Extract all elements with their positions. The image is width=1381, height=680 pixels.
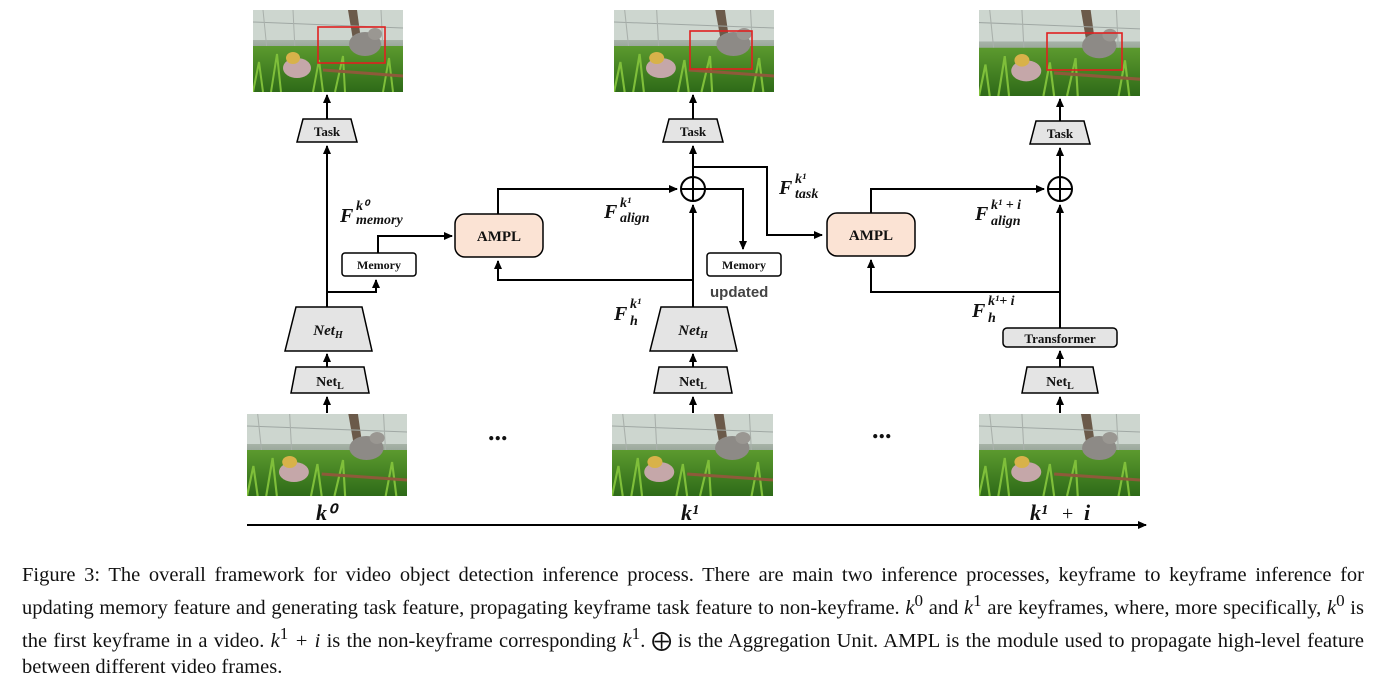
ellipsis-2: ...: [872, 415, 892, 444]
memory-block-k1: Memory: [706, 252, 782, 277]
svg-text:align: align: [620, 211, 650, 226]
svg-text:AMPL: AMPL: [849, 228, 893, 244]
net-h-block-k1: NetH: [649, 306, 738, 352]
net-l-block-k0: NetL: [290, 366, 370, 394]
svg-text:NetL: NetL: [316, 375, 344, 392]
input-image-k1: [612, 414, 773, 496]
arrow-ampl2-to-aggregation: [870, 185, 1045, 213]
aggregation-unit-1: [680, 176, 706, 202]
output-image-k1i: [979, 10, 1140, 96]
output-image-k1: [614, 10, 774, 92]
framework-diagram: ... ... k⁰ k¹ k¹ + i NetL NetH Task Memo…: [247, 10, 1147, 529]
task-block-k1i: Task: [1029, 120, 1091, 145]
caption-prefix: Figure 3:: [22, 564, 101, 586]
feature-label-align-k1i: F k¹ + i align: [974, 198, 1021, 229]
frame-label-k1: k¹: [681, 500, 699, 525]
svg-text:AMPL: AMPL: [477, 229, 521, 245]
oplus-symbol: ⨁: [651, 629, 672, 652]
arrow-task-feature-to-ampl2: [693, 166, 823, 239]
frame-label-k1i: k¹ + i: [1030, 500, 1091, 525]
svg-text:+: +: [1062, 503, 1073, 525]
memory-updated-label: updated: [710, 284, 768, 301]
aggregation-unit-2: [1047, 176, 1073, 202]
ampl-block-1: AMPL: [454, 213, 544, 258]
arrow-aggregation-to-memory: [705, 188, 747, 250]
svg-text:memory: memory: [356, 213, 403, 228]
svg-text:k¹ + i: k¹ + i: [991, 198, 1021, 213]
feature-label-h-k1i: F k¹+ i h: [971, 294, 1015, 326]
arrow-ampl1-to-aggregation: [497, 185, 678, 214]
net-h-block-k0: NetH: [284, 306, 373, 352]
task-block-k1: Task: [662, 118, 724, 143]
svg-text:align: align: [991, 214, 1021, 229]
frame-label-k0: k⁰: [316, 500, 339, 525]
svg-text:h: h: [630, 314, 638, 329]
transformer-block: Transformer: [1002, 327, 1118, 348]
svg-text:F: F: [603, 201, 618, 223]
detection-bbox: [689, 30, 753, 70]
net-l-block-k1i: NetL: [1021, 366, 1099, 394]
detection-bbox: [317, 26, 386, 64]
arrow-fh-to-ampl1: [494, 260, 693, 281]
svg-text:Task: Task: [314, 124, 341, 139]
svg-text:Memory: Memory: [722, 258, 766, 272]
feature-label-memory: F k⁰ memory: [339, 199, 403, 228]
feature-label-align-k1: F k¹ align: [603, 196, 650, 226]
svg-text:i: i: [1084, 500, 1091, 525]
svg-text:NetL: NetL: [1046, 375, 1074, 392]
detection-bbox: [1046, 32, 1123, 71]
svg-text:k¹: k¹: [620, 196, 631, 211]
svg-text:F: F: [974, 203, 989, 225]
svg-text:F: F: [339, 205, 354, 227]
svg-text:k¹: k¹: [1030, 500, 1048, 525]
svg-text:Memory: Memory: [357, 258, 401, 272]
svg-text:k¹: k¹: [630, 297, 641, 312]
task-block-k0: Task: [296, 118, 358, 143]
svg-text:NetH: NetH: [677, 323, 709, 341]
svg-text:task: task: [795, 187, 818, 202]
svg-text:Task: Task: [1047, 126, 1074, 141]
svg-text:F: F: [971, 300, 986, 322]
arrow-memory-to-ampl1: [377, 232, 453, 253]
arrow-fh-to-ampl2: [867, 259, 1060, 293]
svg-text:NetH: NetH: [312, 323, 344, 341]
svg-text:k¹+ i: k¹+ i: [988, 294, 1015, 309]
svg-text:F: F: [613, 303, 628, 325]
memory-block-k0: Memory: [341, 252, 417, 277]
output-image-k0: [253, 10, 403, 92]
ellipsis-1: ...: [488, 417, 508, 446]
feature-label-h-k1: F k¹ h: [613, 297, 641, 329]
svg-text:Transformer: Transformer: [1024, 331, 1095, 346]
arrow-feature-to-memory-k0: [327, 279, 380, 293]
svg-text:NetL: NetL: [679, 375, 707, 392]
svg-text:k⁰: k⁰: [356, 199, 371, 214]
svg-text:k¹: k¹: [795, 172, 806, 187]
svg-text:F: F: [778, 177, 793, 199]
input-image-k1i: [979, 414, 1140, 496]
input-image-k0: [247, 414, 407, 496]
feature-label-task-k1: F k¹ task: [778, 172, 818, 202]
figure-caption: Figure 3: The overall framework for vide…: [22, 564, 1365, 678]
svg-text:h: h: [988, 311, 996, 326]
ampl-block-2: AMPL: [826, 212, 916, 257]
net-l-block-k1: NetL: [653, 366, 733, 394]
svg-text:Task: Task: [680, 124, 707, 139]
